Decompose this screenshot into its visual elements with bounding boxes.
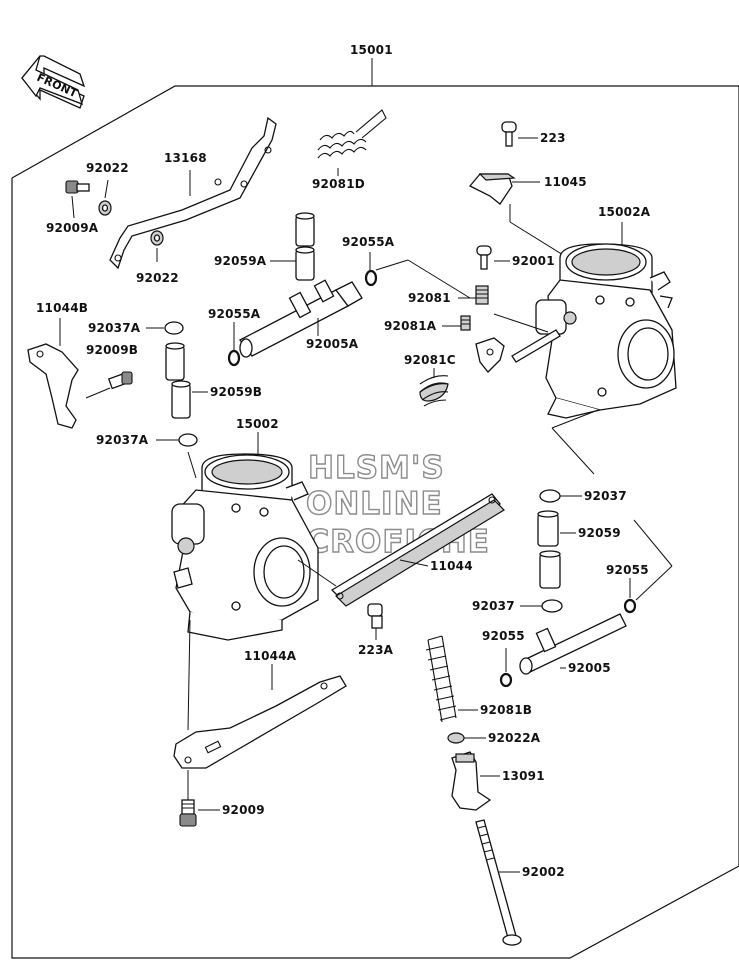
part-92059A-tube bbox=[270, 212, 315, 281]
part-92009B-bolt bbox=[85, 371, 133, 399]
part-92037-jet-top bbox=[539, 489, 582, 503]
watermark-line-2: ONLINE bbox=[306, 486, 443, 522]
label-15001: 15001 bbox=[350, 43, 393, 57]
part-15002A-carburetor bbox=[535, 222, 677, 419]
label-92037-top: 92037 bbox=[584, 489, 627, 503]
label-15002: 15002 bbox=[236, 417, 279, 431]
part-92081D-spring bbox=[317, 109, 387, 176]
part-92055A-oring-left bbox=[227, 322, 241, 367]
label-13091: 13091 bbox=[502, 769, 545, 783]
label-92059B: 92059B bbox=[210, 385, 262, 399]
watermark-line-1: HLSM'S bbox=[308, 450, 445, 486]
part-92022A-washer bbox=[447, 732, 486, 744]
part-92059-tube bbox=[537, 510, 576, 589]
label-92081D: 92081D bbox=[312, 177, 365, 191]
part-11045-plate bbox=[468, 173, 569, 259]
label-92005: 92005 bbox=[568, 661, 611, 675]
label-15002A: 15002A bbox=[598, 205, 651, 219]
label-92081A: 92081A bbox=[384, 319, 437, 333]
part-92055-oring-right bbox=[623, 578, 637, 614]
label-92055-bottom: 92055 bbox=[482, 629, 525, 643]
part-13168-bracket bbox=[109, 116, 277, 270]
label-92009: 92009 bbox=[222, 803, 265, 817]
label-92055A-left: 92055A bbox=[208, 307, 261, 321]
label-11044: 11044 bbox=[430, 559, 473, 573]
part-link-rod-right bbox=[475, 313, 561, 373]
label-92009A: 92009A bbox=[46, 221, 99, 235]
label-11045: 11045 bbox=[544, 175, 587, 189]
part-223-screw bbox=[501, 121, 538, 147]
part-13091-holder bbox=[451, 751, 500, 811]
part-92081-spring bbox=[458, 285, 489, 305]
label-11044B: 11044B bbox=[36, 301, 88, 315]
part-92055A-oring-top bbox=[364, 252, 378, 287]
label-92055-right: 92055 bbox=[606, 563, 649, 577]
label-92081C: 92081C bbox=[404, 353, 456, 367]
label-92055A-top: 92055A bbox=[342, 235, 395, 249]
label-13168: 13168 bbox=[164, 151, 207, 165]
part-92022-washer-top bbox=[98, 200, 112, 216]
part-92055-oring-bottom bbox=[499, 648, 513, 688]
label-92022A: 92022A bbox=[488, 731, 541, 745]
label-92081B: 92081B bbox=[480, 703, 532, 717]
label-92022-bottom: 92022 bbox=[136, 271, 179, 285]
label-92059A: 92059A bbox=[214, 254, 267, 268]
part-11044B-bracket bbox=[27, 318, 79, 429]
part-92005-fitting bbox=[519, 613, 627, 675]
part-92059B-tube bbox=[165, 342, 208, 419]
label-92059: 92059 bbox=[578, 526, 621, 540]
part-92037A-jet-bottom bbox=[156, 433, 198, 479]
assembly-frame bbox=[11, 58, 739, 959]
label-92009B: 92009B bbox=[86, 343, 138, 357]
part-11044A-plate bbox=[173, 664, 347, 769]
part-15002-carburetor bbox=[171, 432, 337, 641]
part-92081B-spring bbox=[425, 635, 478, 723]
part-92002-screw bbox=[475, 819, 522, 946]
part-92022-washer-bottom bbox=[150, 230, 164, 246]
label-92037A-bottom: 92037A bbox=[96, 433, 149, 447]
part-92001-screw bbox=[476, 245, 510, 270]
label-92001: 92001 bbox=[512, 254, 555, 268]
part-223A-screw bbox=[367, 603, 383, 640]
label-92037A-top: 92037A bbox=[88, 321, 141, 335]
label-92002: 92002 bbox=[522, 865, 565, 879]
part-92081C-spring bbox=[419, 368, 449, 407]
label-92037-bottom: 92037 bbox=[472, 599, 515, 613]
label-223: 223 bbox=[540, 131, 566, 145]
part-11044-bracket bbox=[330, 493, 505, 607]
part-92037-jet-bottom bbox=[520, 599, 563, 613]
part-92005A-fitting bbox=[239, 279, 363, 358]
label-92022-top: 92022 bbox=[86, 161, 129, 175]
front-arrow-icon: FRONT bbox=[21, 55, 86, 109]
part-92009A-bolt bbox=[65, 180, 90, 194]
part-92009-bolt bbox=[179, 799, 220, 827]
part-92081A-spring bbox=[442, 315, 471, 331]
part-92037A-jet-top bbox=[146, 321, 184, 335]
label-92005A: 92005A bbox=[306, 337, 359, 351]
label-11044A: 11044A bbox=[244, 649, 297, 663]
label-92081: 92081 bbox=[408, 291, 451, 305]
label-223A: 223A bbox=[358, 643, 394, 657]
